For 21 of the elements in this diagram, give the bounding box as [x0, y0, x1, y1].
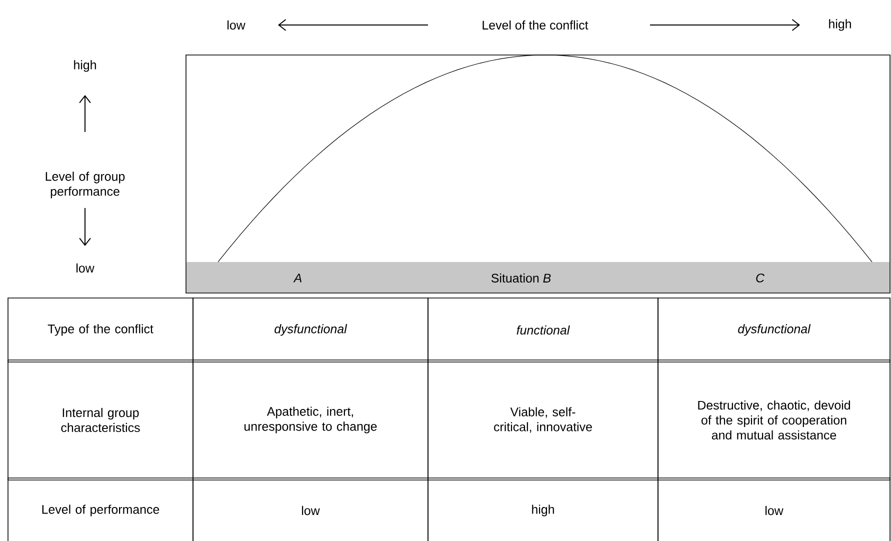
row-header-cell: Type of the conflict [8, 298, 194, 362]
table-cell: dysfunctional [658, 298, 890, 362]
table-cell: dysfunctional [192, 298, 428, 362]
situation-label: C [756, 274, 765, 282]
axis-end-label: low [228, 20, 246, 30]
table-cell: high [428, 478, 658, 541]
situation-label: A [293, 274, 302, 282]
axis-end-label: high [74, 60, 96, 72]
table-cell: Apathetic, inert, unresponsive to change [192, 360, 428, 480]
situation-label: Situation B [491, 273, 551, 283]
axis-title: Level of group performance [46, 172, 125, 198]
axis-end-label: low [76, 263, 94, 273]
table-cell: Destructive, chaotic, devoid of the spirit of cooperation and mutual assistance [658, 360, 890, 480]
table-cell: low [658, 478, 890, 541]
table-cell: low [192, 478, 428, 541]
axis-title: Level of the conflict [482, 20, 588, 30]
table-cell: Viable, self-critical, innovative [428, 360, 658, 480]
table-cell: functional [428, 298, 658, 362]
axis-end-label: high [829, 19, 851, 31]
row-header-cell: Internal group characteristics [8, 360, 194, 480]
row-header-cell: Level of performance [8, 478, 194, 541]
